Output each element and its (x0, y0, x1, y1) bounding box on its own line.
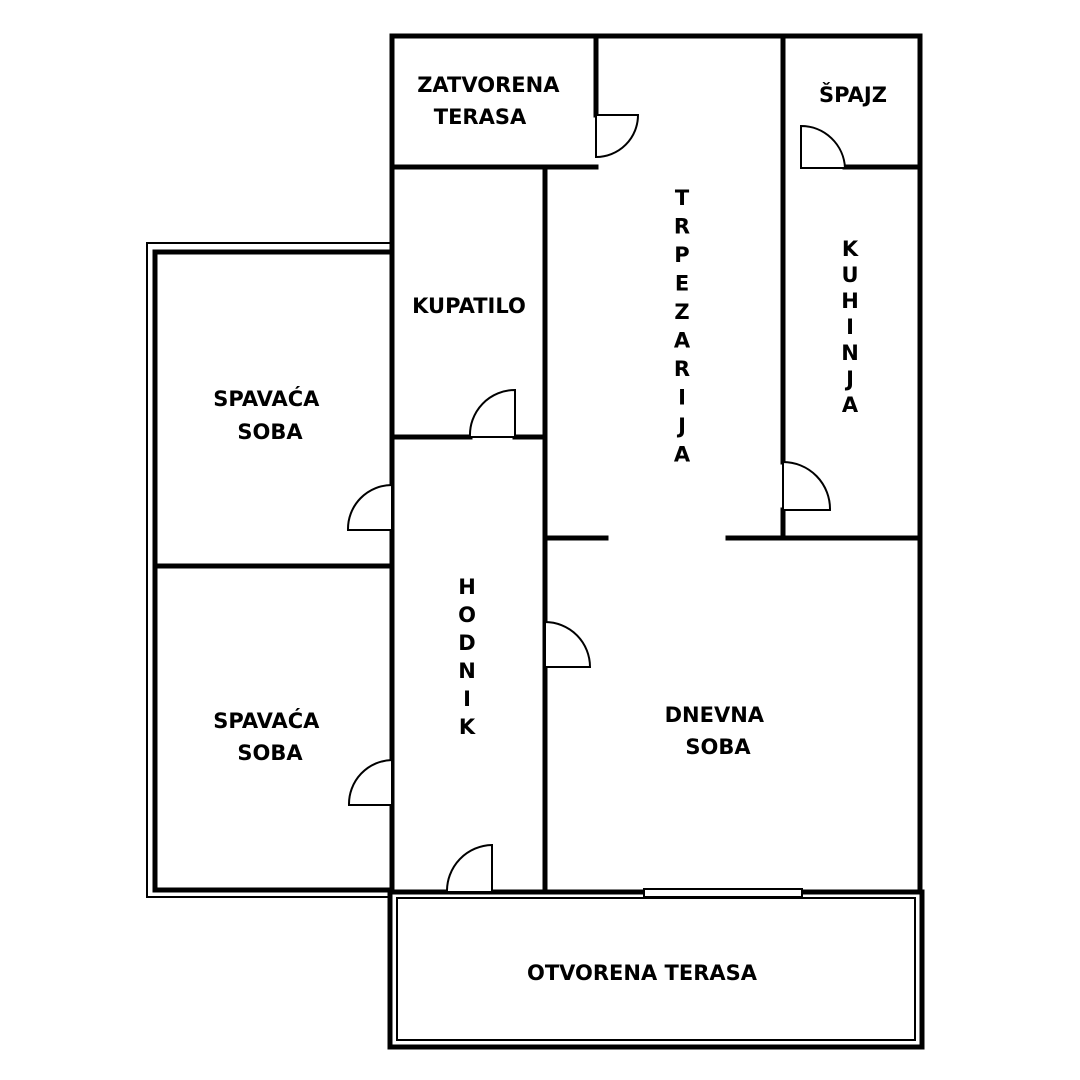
door-entrance (445, 843, 493, 893)
label-spajz: ŠPAJZ (819, 82, 887, 107)
sliding-door (643, 888, 803, 898)
door-kuhinja (782, 460, 832, 511)
label-dnevna-soba: DNEVNA SOBA (665, 703, 772, 759)
door-spavaca-soba-1 (346, 483, 393, 531)
label-spavaca-soba-2: SPAVAĆA SOBA (213, 708, 326, 765)
label-otvorena-terasa: OTVORENA TERASA (527, 961, 758, 985)
door-spavaca-soba-2 (347, 758, 393, 806)
bedroom-wing-walls (146, 242, 395, 898)
label-spavaca-soba-1: SPAVAĆA SOBA (213, 386, 326, 444)
door-zatvorena-terasa (595, 114, 640, 159)
door-kupatilo (468, 388, 516, 438)
label-zatvorena-terasa: ZATVORENA TERASA (417, 73, 567, 129)
door-dnevna-soba (544, 620, 592, 668)
label-kupatilo: KUPATILO (412, 294, 526, 318)
room-labels: ZATVORENA TERASA ŠPAJZ KUPATILO SPAVAĆA … (213, 73, 887, 985)
open-terrace-walls (387, 888, 925, 1050)
doors (346, 114, 847, 893)
door-spajz (800, 124, 847, 169)
